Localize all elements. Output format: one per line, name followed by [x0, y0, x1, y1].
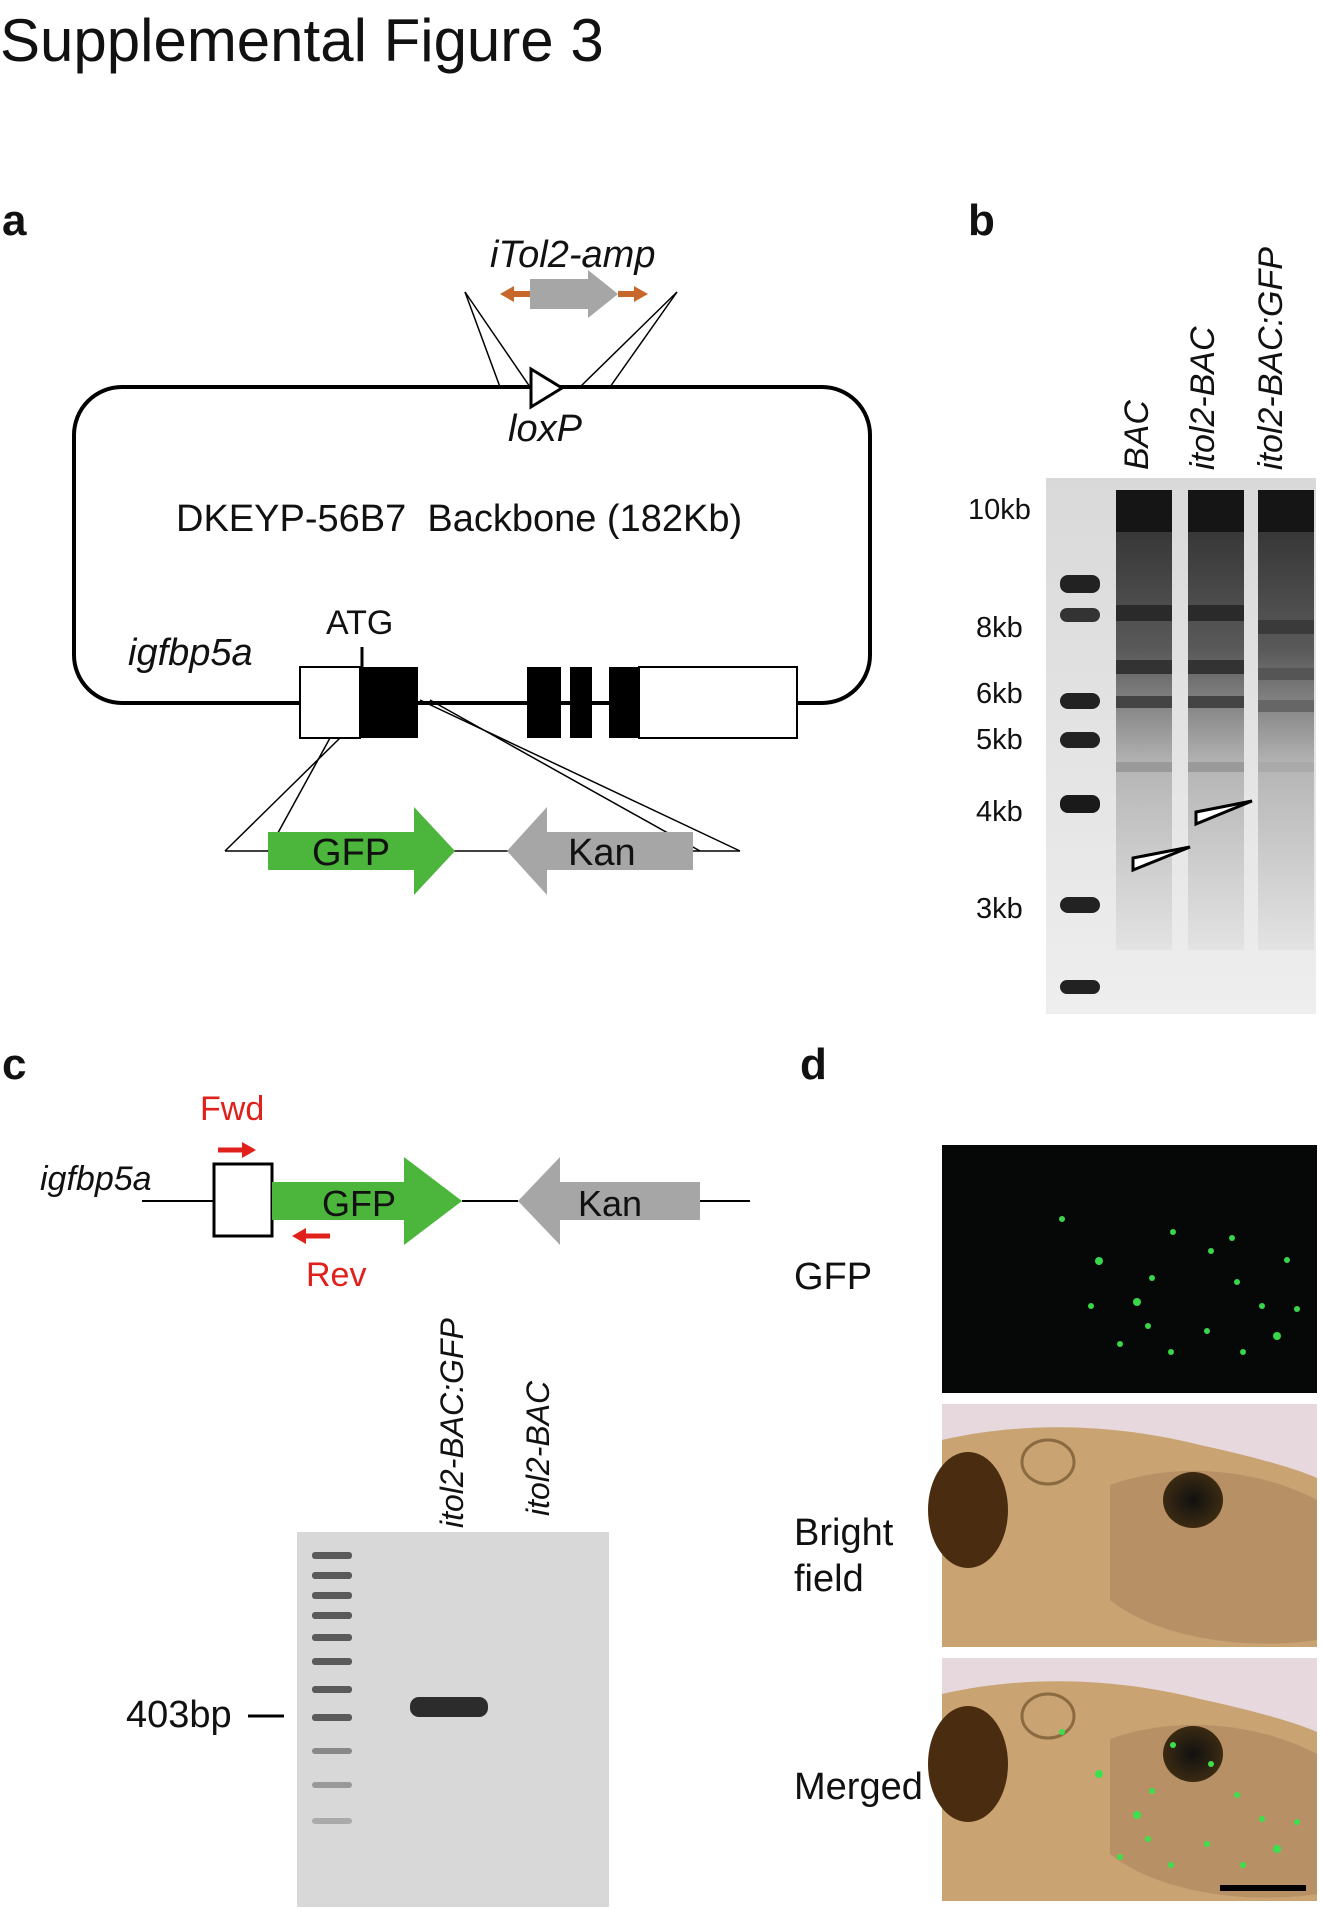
panel-c-gel-image	[297, 1532, 609, 1907]
marker-label-b-1: 10kb	[968, 494, 1031, 526]
exon3	[570, 667, 592, 738]
merged-image	[942, 1658, 1317, 1901]
marker-label-b-5: 4kb	[976, 796, 1023, 828]
figure-title: Supplemental Figure 3	[0, 7, 604, 74]
kan-label-c: Kan	[578, 1183, 643, 1224]
marker-label-b-6: 3kb	[976, 893, 1023, 925]
itol2-amp-label: iTol2-amp	[490, 234, 656, 276]
marker-label-b-2: 8kb	[976, 612, 1023, 644]
gene-label-a: igfbp5a	[128, 632, 253, 674]
panel-b-letter: b	[968, 196, 995, 245]
band-arrowhead-itol2-bac	[1194, 799, 1253, 827]
gfp-label-a: GFP	[312, 832, 391, 874]
panel-c-letter: c	[2, 1040, 27, 1089]
image-label-gfp: GFP	[794, 1256, 873, 1298]
cassette-insert-line-right2	[609, 291, 678, 388]
scale-bar	[1220, 1885, 1306, 1891]
panel-a-letter: a	[2, 196, 27, 245]
gfp-puncta	[1059, 1216, 1300, 1355]
bright-field-image	[942, 1404, 1317, 1647]
backbone-label: DKEYP-56B7 Backbone (182Kb)	[176, 498, 743, 540]
rev-primer-label: Rev	[306, 1256, 367, 1294]
gene-label-c: igfbp5a	[40, 1160, 152, 1198]
cassette-insert-line-left2	[464, 291, 531, 388]
exon4-coding	[609, 667, 639, 738]
cassette-insert-line-right	[579, 291, 678, 388]
cassette-insert-line-left	[464, 291, 501, 388]
exon1-coding	[360, 667, 418, 738]
lane-label-b-3: itol2-BAC:GFP	[1252, 247, 1290, 470]
lane-label-c-1: itol2-BAC:GFP	[434, 1318, 470, 1528]
exon1-utr	[299, 666, 361, 739]
loxp-triangle	[529, 366, 565, 410]
pcr-band-403bp	[410, 1697, 488, 1717]
gfp-label-c: GFP	[322, 1183, 397, 1224]
atg-label: ATG	[326, 604, 394, 642]
exon4-utr	[638, 666, 798, 739]
lane-label-b-2: itol2-BAC	[1184, 326, 1222, 470]
band-size-marker: 403bp	[126, 1694, 232, 1736]
marker-label-b-4: 5kb	[976, 724, 1023, 756]
kan-label-a: Kan	[568, 832, 636, 874]
itol2-amp-arrow	[530, 270, 618, 318]
exon2	[527, 667, 561, 738]
marker-label-b-3: 6kb	[976, 678, 1023, 710]
panel-d-letter: d	[800, 1040, 827, 1089]
gfp-image	[942, 1145, 1317, 1393]
fwd-primer-label: Fwd	[200, 1090, 265, 1128]
lane-label-c-2: itol2-BAC	[520, 1380, 556, 1516]
right-arm-head	[634, 286, 648, 302]
image-label-bright-field: Bright field	[794, 1512, 894, 1600]
exon-box-c	[212, 1162, 274, 1238]
loxp-label: loxP	[508, 408, 582, 450]
left-arm-head	[500, 286, 514, 302]
lane-label-b-1: BAC	[1118, 400, 1156, 470]
image-label-merged: Merged	[794, 1766, 923, 1808]
band-arrowhead-bac	[1131, 845, 1191, 873]
